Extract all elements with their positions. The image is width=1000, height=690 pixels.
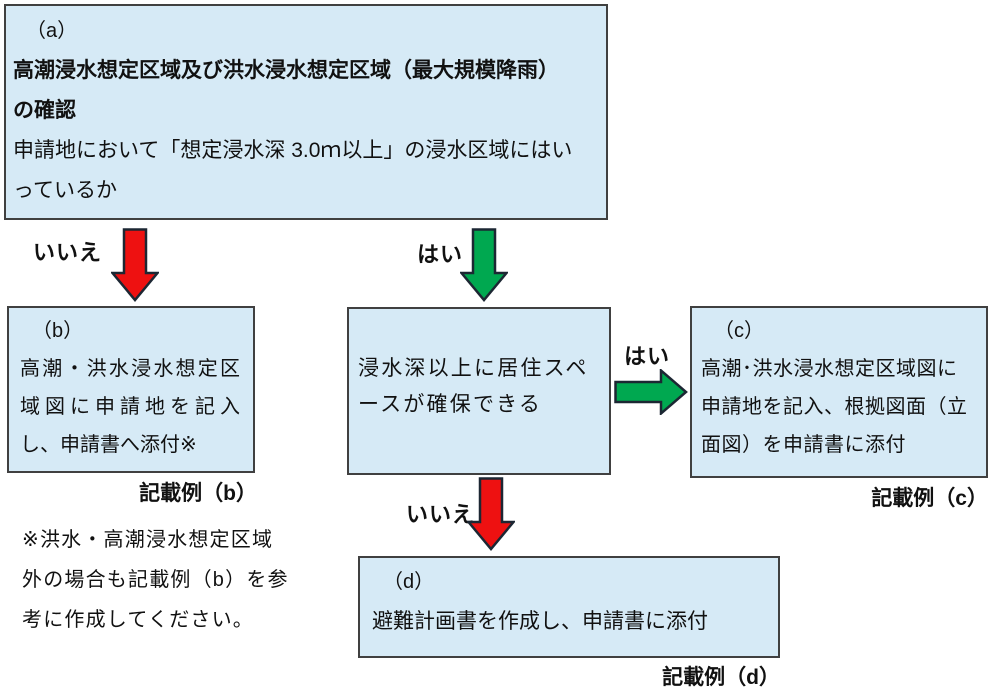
footnote-line-3: 考に作成してください。 [22, 609, 254, 631]
box-c-line-2: 申請地を記入、根拠図面（立 [701, 396, 968, 418]
box-a-tag: （a） [26, 20, 78, 42]
box-decision-living-space: 浸水深以上に居住スペ ースが確保できる [347, 307, 611, 475]
box-b-tag: （b） [32, 320, 84, 342]
box-c-line-3: 面図）を申請書に添付 [701, 434, 906, 456]
footnote-line-1: ※洪水・高潮浸水想定区域 [22, 529, 274, 551]
green-down-arrow-icon [460, 228, 508, 302]
decision-line-2: ースが確保できる [358, 393, 543, 416]
no-label-left: いいえ [33, 240, 103, 265]
box-b-line-3: し、申請書へ添付※ [20, 434, 197, 456]
box-a-title-line-1: 高潮浸水想定区域及び洪水浸水想定区域（最大規模降雨） [13, 59, 559, 82]
box-b-result: （b） 高潮・洪水浸水想定区 域図に申請地を記入 し、申請書へ添付※ [7, 306, 255, 473]
caption-example-d: 記載例（d） [662, 666, 780, 689]
no-label-bottom: いいえ [406, 502, 476, 527]
yes-label-center: はい [417, 242, 464, 267]
box-d-result: （d） 避難計画書を作成し、申請書に添付 [358, 556, 780, 658]
green-right-arrow-icon [614, 369, 688, 415]
box-b-line-2: 域図に申請地を記入 [20, 396, 240, 418]
box-c-result: （c） 高潮･洪水浸水想定区域図に 申請地を記入、根拠図面（立 面図）を申請書に… [690, 306, 988, 478]
box-a-condition: （a） 高潮浸水想定区域及び洪水浸水想定区域（最大規模降雨） の確認 申請地にお… [4, 4, 608, 220]
box-d-line-1: 避難計画書を作成し、申請書に添付 [372, 610, 708, 633]
box-d-tag: （d） [383, 571, 435, 593]
box-a-body-line-1: 申請地において「想定浸水深 3.0ｍ以上」の浸水区域にはい [13, 139, 573, 162]
decision-line-1: 浸水深以上に居住スペ [358, 357, 589, 380]
box-c-line-1: 高潮･洪水浸水想定区域図に [701, 358, 958, 380]
box-a-title-line-2: の確認 [13, 99, 76, 122]
footnote: ※洪水・高潮浸水想定区域 外の場合も記載例（b）を参 考に作成してください。 [22, 520, 289, 640]
red-down-arrow-icon [111, 228, 159, 302]
footnote-line-2: 外の場合も記載例（b）を参 [22, 569, 289, 591]
red-down-arrow-bottom-icon [467, 477, 515, 551]
box-c-tag: （c） [714, 320, 764, 342]
box-a-body-line-2: っているか [13, 179, 117, 202]
caption-example-c: 記載例（c） [871, 487, 988, 510]
yes-label-right: はい [624, 344, 671, 369]
caption-example-b: 記載例（b） [139, 482, 257, 505]
box-b-line-1: 高潮・洪水浸水想定区 [20, 358, 240, 380]
